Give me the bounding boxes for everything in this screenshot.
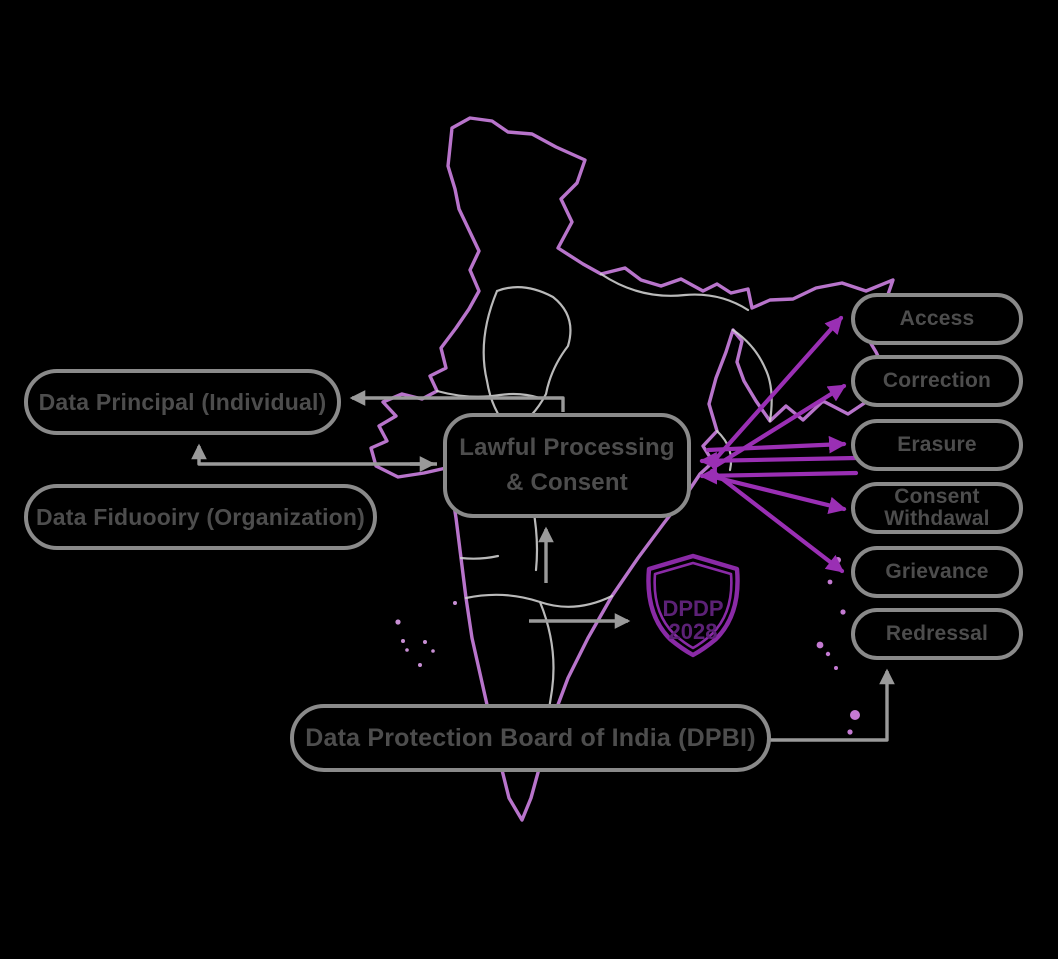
purple-arrows xyxy=(699,315,859,574)
node-redressal-label: Redressal xyxy=(885,621,989,645)
node-lawful-processing-consent: Lawful Processing & Consent xyxy=(443,413,691,518)
node-data-fiduciary-label: Data Fiduooiry (Organization) xyxy=(35,503,366,530)
node-dpbi-label: Data Protection Board of India (DPBI) xyxy=(305,723,756,752)
node-right-grievance: Grievance xyxy=(851,546,1023,598)
node-right-consent-withdrawal: Consent Withdawal xyxy=(851,482,1023,534)
node-data-fiduciary: Data Fiduooiry (Organization) xyxy=(24,484,377,550)
arrow-back-into-lawful-2 xyxy=(699,466,859,485)
node-lawful-label-line1: Lawful Processing xyxy=(459,433,675,461)
node-data-principal: Data Principal (Individual) xyxy=(24,369,341,435)
arrow-lawful-to-grievance xyxy=(709,468,845,574)
node-access-label: Access xyxy=(899,306,975,330)
gray-connectors xyxy=(191,390,895,742)
node-right-correction: Correction xyxy=(851,355,1023,407)
node-right-redressal: Redressal xyxy=(851,608,1023,660)
node-grievance-label: Grievance xyxy=(885,559,989,583)
node-lawful-label-line2: & Consent xyxy=(506,468,628,496)
arrow-lawful-to-consent-withdrawal xyxy=(711,474,847,514)
node-consent-withdrawal-label: Consent Withdawal xyxy=(884,484,990,530)
node-right-erasure: Erasure xyxy=(851,419,1023,471)
node-data-principal-label: Data Principal (Individual) xyxy=(38,388,327,415)
arrow-lawful-to-access xyxy=(709,315,844,466)
node-correction-label: Correction xyxy=(882,368,992,392)
connector-lawful-data-principal-elbow xyxy=(191,443,437,466)
shield-text-line1: DPDP xyxy=(662,596,723,621)
arrow-back-into-lawful-1 xyxy=(699,451,859,470)
lakshadweep-islands xyxy=(395,601,457,667)
node-right-access: Access xyxy=(851,293,1023,345)
arrow-lawful-to-erasure xyxy=(705,435,847,454)
shield-text-line2: 2028 xyxy=(669,619,718,644)
arrow-lawful-to-correction xyxy=(711,383,847,470)
dpdp-shield-icon: DPDP 2028 xyxy=(646,553,740,658)
node-data-protection-board: Data Protection Board of India (DPBI) xyxy=(290,704,771,772)
node-erasure-label: Erasure xyxy=(897,432,977,456)
arrow-lawful-to-data-principal xyxy=(349,390,565,412)
arrow-dpbi-to-redressal xyxy=(770,668,895,742)
